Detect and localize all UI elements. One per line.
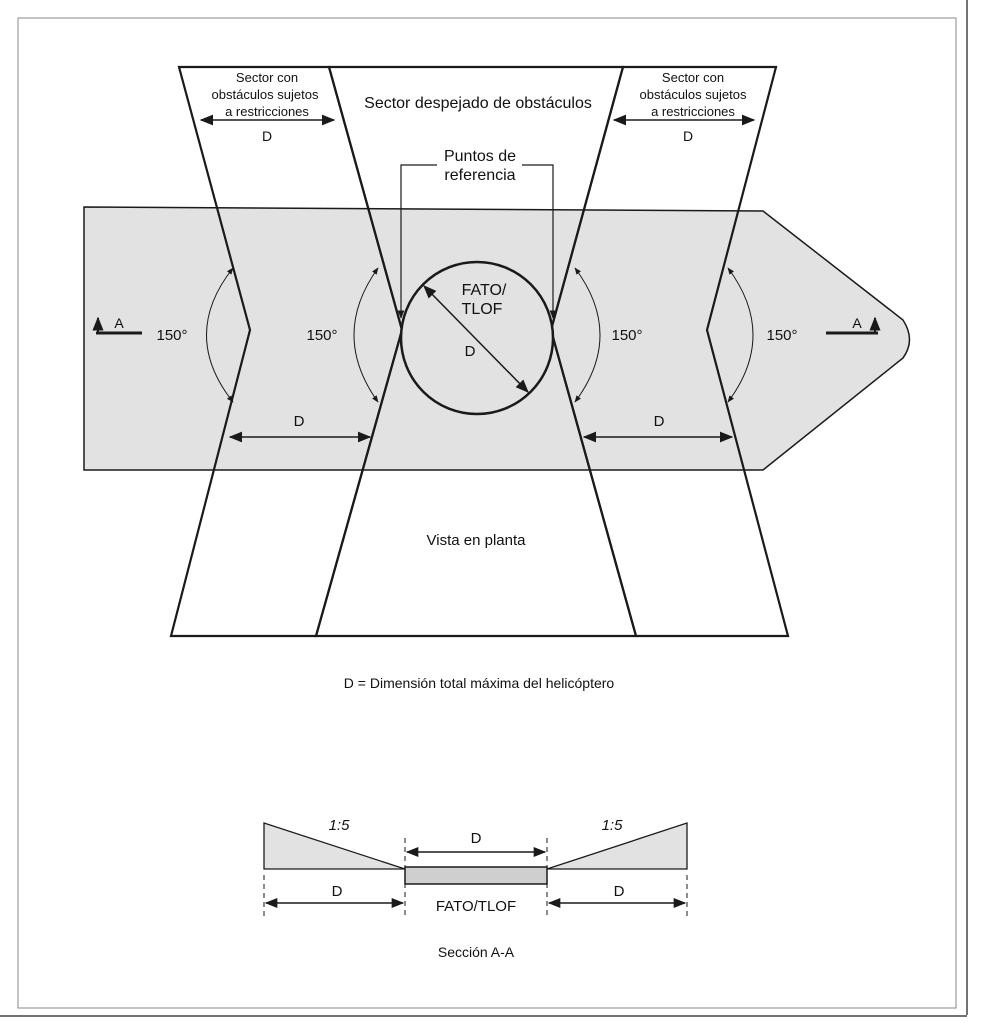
sector-right-d-label: D [683,128,693,144]
section-slope-left [263,822,406,870]
angle-arc-2 [353,267,379,403]
sector-right-line-1: Sector con [662,70,724,85]
angle-arc-3 [574,267,601,403]
angle-arc-4 [727,267,754,403]
section-slope-right-label: 1:5 [602,817,624,834]
section-marker-left-label: A [114,315,124,331]
section-marker-right-label: A [852,315,862,331]
angle-label-3: 150° [611,327,642,344]
sector-left-d-label: D [262,128,272,144]
reference-leader-right [522,164,557,319]
sector-left-line-2: obstáculos sujetos [212,87,319,102]
angle-label-4: 150° [766,327,797,344]
circle-d-label: D [465,343,476,360]
figure-frame [17,17,957,1009]
circle-diameter-arrow [423,285,529,393]
section-dim-left-label: D [332,883,343,900]
plan-view-label: Vista en planta [427,532,527,549]
section-dim-right-label: D [614,883,625,900]
dim-mid-right-label: D [654,413,665,430]
sector-right-line-3: a restricciones [651,104,735,119]
section-dim-top-label: D [471,830,482,847]
section-fato-tlof-block [404,866,548,885]
angle-label-2: 150° [306,327,337,344]
section-fato-tlof-label: FATO/TLOF [436,898,516,915]
angle-arc-1 [206,267,234,403]
section-caption: Sección A-A [438,944,515,960]
sector-center-label: Sector despejado de obstáculos [364,95,592,112]
sector-left-line-3: a restricciones [225,104,309,119]
fato-tlof-line-1: FATO/ [462,282,507,299]
section-slope-left-label: 1:5 [329,817,351,834]
angle-label-1: 150° [156,327,187,344]
sector-right-line-2: obstáculos sujetos [640,87,747,102]
reference-points-line-2: referencia [444,167,515,184]
reference-points-line-1: Puntos de [444,148,516,165]
dim-mid-left-label: D [294,413,305,430]
section-slope-right [546,822,688,870]
sector-left-line-1: Sector con [236,70,298,85]
reference-leader-left [397,164,437,319]
legend-text: D = Dimensión total máxima del helicópte… [344,675,615,691]
fato-tlof-line-2: TLOF [462,301,503,318]
